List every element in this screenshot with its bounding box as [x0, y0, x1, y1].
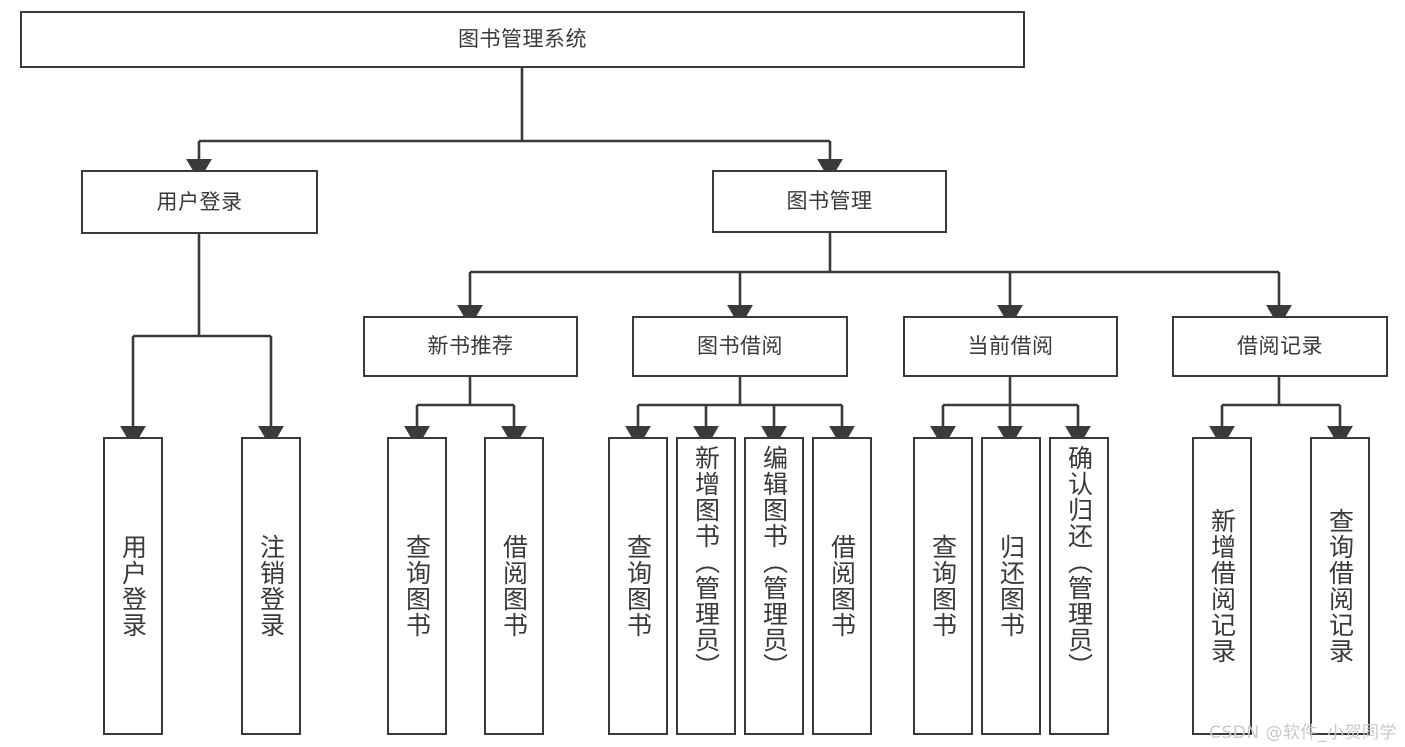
watermark-text: CSDN @软件_小贺同学	[1209, 723, 1397, 743]
node-label: 查询图书	[402, 534, 432, 638]
node-label: 用户登录	[118, 534, 148, 638]
node-label: 借阅图书	[499, 534, 529, 638]
node-label: 当前借阅	[967, 334, 1054, 359]
node-leaf-user-login[interactable]: 用户登录	[103, 437, 163, 735]
node-leaf-borrow-book-1[interactable]: 借阅图书	[484, 437, 544, 735]
node-label: 归还图书	[996, 534, 1026, 638]
node-label: 图书管理系统	[458, 27, 587, 52]
node-label: 确认归还（管理员）	[1064, 445, 1094, 679]
node-label: 借阅图书	[827, 534, 857, 638]
node-leaf-add-record[interactable]: 新增借阅记录	[1192, 437, 1252, 735]
node-current-borrow[interactable]: 当前借阅	[903, 316, 1118, 377]
node-label: 编辑图书（管理员）	[759, 445, 789, 679]
node-root-system[interactable]: 图书管理系统	[20, 11, 1025, 68]
node-leaf-query-book-2[interactable]: 查询图书	[608, 437, 668, 735]
node-leaf-confirm-return[interactable]: 确认归还（管理员）	[1049, 437, 1109, 735]
node-label: 图书管理	[786, 189, 873, 214]
node-label: 查询图书	[928, 534, 958, 638]
node-label: 图书借阅	[697, 334, 783, 359]
node-user-login[interactable]: 用户登录	[81, 170, 318, 234]
node-label: 新书推荐	[427, 334, 514, 359]
node-label: 注销登录	[256, 534, 286, 638]
node-label: 查询图书	[623, 534, 653, 638]
node-leaf-query-book-1[interactable]: 查询图书	[387, 437, 447, 735]
node-leaf-return-book[interactable]: 归还图书	[981, 437, 1041, 735]
node-leaf-add-book[interactable]: 新增图书（管理员）	[676, 437, 736, 735]
node-leaf-query-book-3[interactable]: 查询图书	[913, 437, 973, 735]
node-label: 新增图书（管理员）	[691, 445, 721, 679]
node-book-management[interactable]: 图书管理	[712, 170, 947, 233]
node-label: 借阅记录	[1237, 334, 1323, 359]
node-label: 用户登录	[156, 189, 243, 214]
node-leaf-edit-book[interactable]: 编辑图书（管理员）	[744, 437, 804, 735]
node-new-book-recommend[interactable]: 新书推荐	[363, 316, 578, 377]
node-leaf-query-record[interactable]: 查询借阅记录	[1310, 437, 1370, 735]
node-label: 查询借阅记录	[1325, 508, 1355, 664]
node-borrow-record[interactable]: 借阅记录	[1172, 316, 1388, 377]
node-book-borrow[interactable]: 图书借阅	[632, 316, 848, 377]
node-label: 新增借阅记录	[1207, 508, 1237, 664]
node-leaf-user-logout[interactable]: 注销登录	[241, 437, 301, 735]
node-leaf-borrow-book-2[interactable]: 借阅图书	[812, 437, 872, 735]
